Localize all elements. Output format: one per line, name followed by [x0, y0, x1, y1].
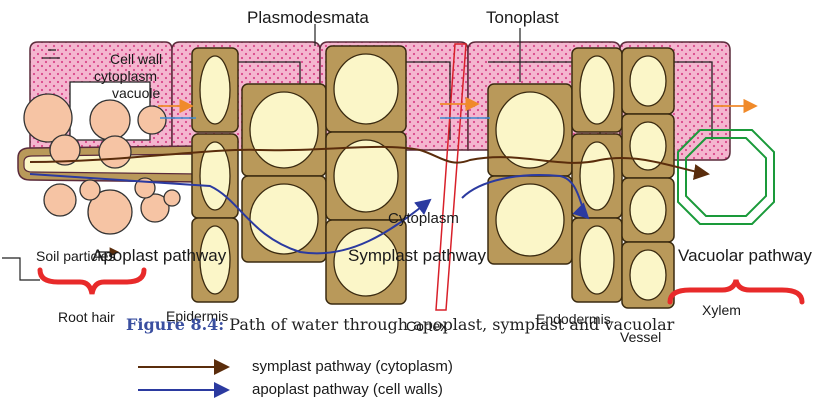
- label-cortex: Cortex: [406, 318, 448, 334]
- vacuole: [495, 183, 565, 257]
- cells: [191, 45, 675, 309]
- vacuole: [629, 249, 667, 301]
- casparian-band: [435, 43, 467, 311]
- figure-caption-text: Path of water through apoplast, symplast…: [229, 315, 675, 334]
- vacuole: [333, 227, 399, 297]
- label-vacuolar-pathway: Vacuolar pathway: [678, 246, 812, 265]
- vacuole: [629, 55, 667, 107]
- vacuole: [199, 225, 231, 295]
- label-vessel: Vessel: [620, 329, 662, 345]
- label-apoplast-pathway: Apoplast pathway: [92, 246, 227, 265]
- vacuole: [249, 183, 319, 255]
- label-plasmodesmata: Plasmodesmata: [247, 8, 369, 27]
- label-root-hair: Root hair: [58, 309, 115, 325]
- label-cytoplasm-small: cytoplasm: [94, 68, 158, 84]
- leader-lines: [2, 24, 521, 281]
- soil-particles: [23, 93, 181, 235]
- symplast-path: [29, 145, 710, 180]
- vacuole: [629, 121, 667, 171]
- vacuole: [249, 91, 319, 169]
- label-cytoplasm: Cytoplasm: [388, 210, 459, 227]
- label-xylem: Xylem: [702, 302, 741, 318]
- vacuole: [579, 55, 615, 125]
- vacuole: [579, 141, 615, 211]
- label-cell-wall: Cell wall: [110, 51, 163, 67]
- vacuole: [333, 139, 399, 213]
- label-symplast-pathway: Symplast pathway: [348, 246, 486, 265]
- braces: [37, 267, 805, 305]
- vacuole: [629, 185, 667, 235]
- figure-number: Figure 8.4:: [126, 315, 225, 334]
- orange-arrows: [158, 96, 758, 119]
- legend-arrows: [138, 359, 230, 398]
- label-tonoplast: Tonoplast: [486, 8, 559, 27]
- xylem-octagon: [677, 129, 775, 225]
- apoplast-path: [29, 173, 590, 255]
- vacuole: [495, 91, 565, 169]
- legend-apoplast: apoplast pathway (cell walls): [252, 381, 443, 398]
- vacuole: [579, 225, 615, 295]
- vacuole: [199, 55, 231, 125]
- label-endodermis: Endodermis: [536, 311, 611, 327]
- label-epidermis: Epidermis: [166, 308, 229, 324]
- figure-caption: Figure 8.4: Path of water through apopla…: [126, 317, 674, 333]
- vacuole: [333, 53, 399, 125]
- legend-symplast: symplast pathway (cytoplasm): [252, 358, 453, 375]
- label-vacuole: vacuole: [112, 85, 161, 101]
- label-soil-particles: Soil particles: [36, 248, 116, 264]
